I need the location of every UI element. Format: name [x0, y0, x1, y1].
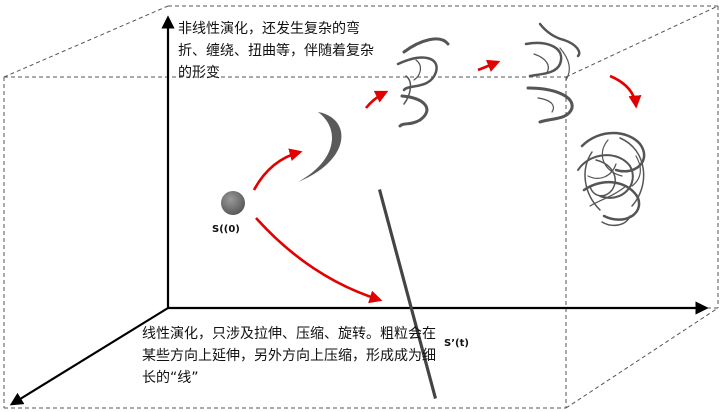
stretched-line: [378, 189, 437, 399]
crescent-shape: [298, 112, 342, 182]
z-axis: [9, 307, 169, 406]
initial-state-label: S((0): [212, 224, 240, 235]
evolution-arrows: [252, 59, 642, 304]
evolved-state-label: S’(t): [444, 338, 469, 349]
linear-evolution-note: 线性演化，只涉及拉伸、压缩、旋转。粗粒会在某些方向上延伸，另外方向上压缩，形成成…: [142, 326, 436, 386]
folded-shape-2: [524, 22, 581, 124]
arrow-nonlinear-2: [364, 90, 389, 109]
arrow-nonlinear-4: [609, 74, 642, 109]
arrow-nonlinear-3: [477, 59, 501, 72]
arrow-linear: [255, 217, 383, 304]
tangled-shape: [577, 131, 646, 227]
initial-state-blob: [221, 191, 245, 215]
arrow-nonlinear-1: [252, 148, 303, 191]
folded-shape-1: [396, 37, 450, 128]
axes: [9, 15, 709, 406]
nonlinear-evolution-note: 非线性演化，还发生复杂的弯折、缠绕、扭曲等，伴随着复杂的形变: [178, 21, 374, 81]
